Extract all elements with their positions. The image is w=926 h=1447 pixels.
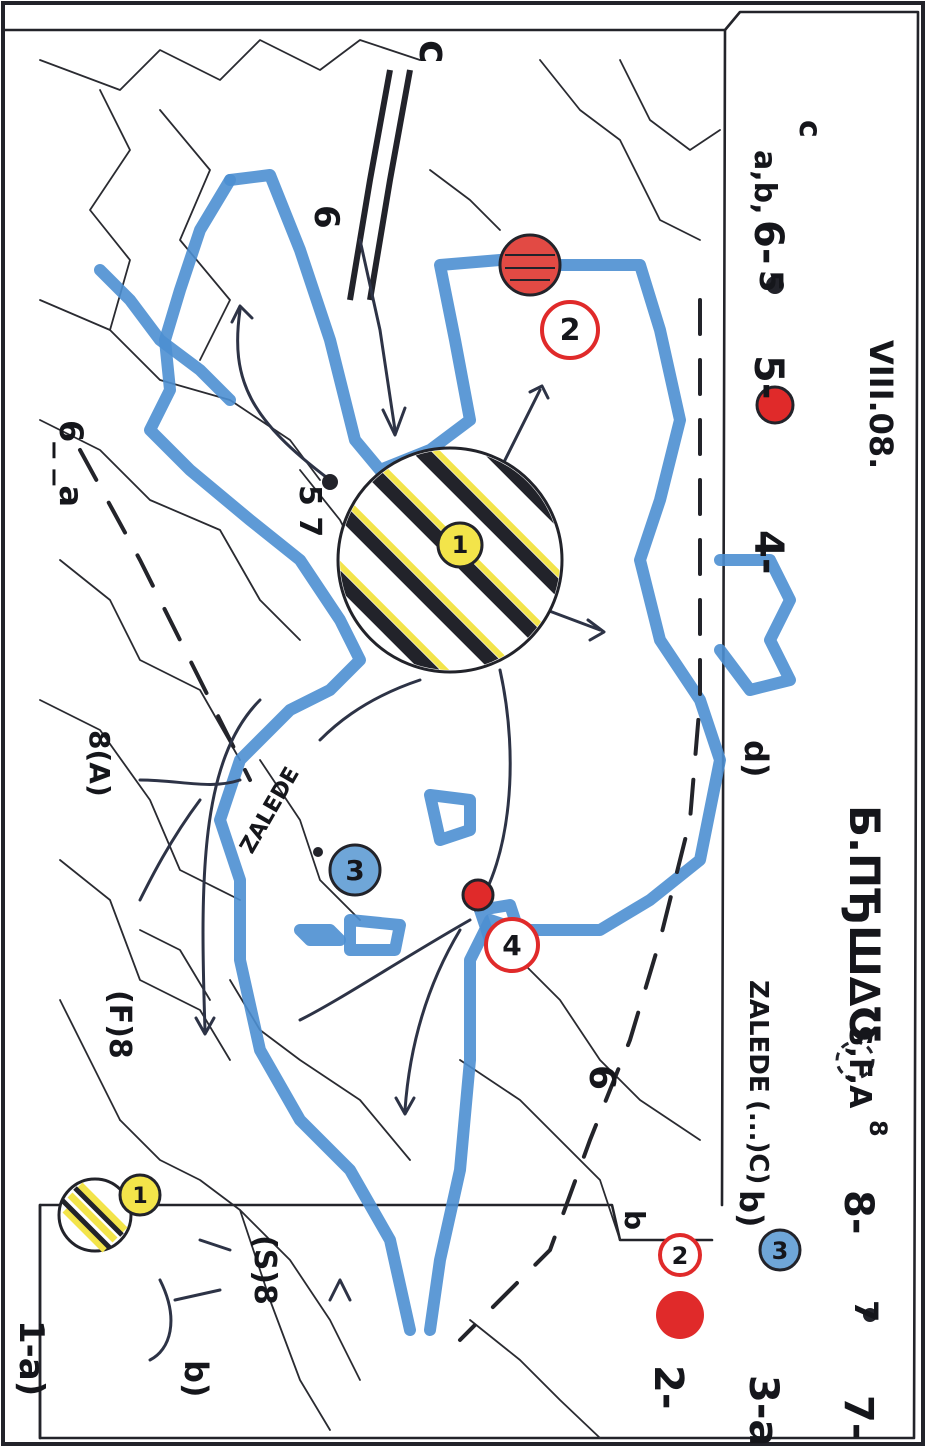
marker-3-label: 3 (345, 854, 364, 887)
arrow-c-head (381, 406, 407, 437)
legend-2-circle (658, 1233, 702, 1277)
legend-5-dot (766, 276, 784, 294)
zalede-dot (313, 847, 323, 857)
legend-divider-right (720, 28, 727, 1207)
legend-5-label: 5- (745, 355, 791, 399)
legend-8-dashed-circle (835, 1040, 875, 1080)
legend-8-label: 8- (835, 1190, 881, 1234)
label-c: c (410, 40, 456, 64)
line-c-a (347, 69, 393, 301)
line-c-b (367, 69, 413, 301)
legend-8-letters: S,F,A (842, 1025, 877, 1109)
legend-6-sub2: c (792, 120, 827, 138)
signature: Б.ПЂШ∆Ʊ (840, 805, 889, 1042)
legend-3-dot (758, 1228, 802, 1272)
label-6-a: 6_ _a (52, 420, 90, 507)
marker-1 (436, 521, 484, 569)
legend-4-label: 4- (745, 530, 791, 574)
legend-3c-word: ZALEDE (743, 980, 773, 1093)
legend-2-dot (656, 1291, 704, 1339)
legend-8-sub: 8 (864, 1120, 892, 1137)
label-6-top: 6 (306, 205, 346, 229)
marker-4-label: 4 (502, 929, 521, 962)
marker-1-label: 1 (452, 531, 469, 559)
inner-frame (2, 10, 920, 1440)
label-F8: (F)8 (102, 990, 137, 1059)
legend-3c-label: (...)C) (743, 1100, 773, 1184)
legend-7-num: 7 (847, 1300, 885, 1322)
marker-2-label: 2 (560, 313, 581, 348)
label-S8: (S)8 (247, 1235, 282, 1305)
land-borders (39, 39, 721, 1439)
sea-outline (94, 169, 796, 1336)
marker-4 (484, 917, 540, 973)
legend-1-label: 1-a) (11, 1320, 51, 1396)
marker-3 (328, 843, 382, 897)
arrow-c (358, 238, 397, 432)
legend-3-label: 3-a) (740, 1375, 786, 1447)
label-6-bottom: 6 (581, 1065, 622, 1090)
dot-5 (322, 474, 338, 490)
legend-6-sub: a,b, (747, 150, 782, 215)
dash-line-6 (458, 298, 702, 1342)
legend-3d-label: d) (737, 740, 775, 778)
marker-red-small (461, 878, 495, 912)
legend-3-num: 3 (772, 1237, 789, 1265)
label-5-7: 5 7 (292, 485, 327, 537)
legend-7-dot (863, 1308, 877, 1322)
legend-4-dot (755, 385, 795, 425)
date: VIII.08. (862, 340, 900, 469)
legend-2-label: 2- (645, 1365, 691, 1409)
marker-red-striped (498, 233, 562, 297)
legend-1: 1 (57, 1173, 232, 1362)
legend-2-num: 2 (672, 1242, 689, 1270)
legend-5-num: 5 (752, 270, 790, 292)
marker-2 (540, 300, 600, 360)
legend-7-label: 7- (835, 1395, 881, 1439)
legend-1b-label: b) (177, 1360, 215, 1398)
legend-1-marker: 1 (132, 1184, 147, 1209)
dash-line-6a (78, 448, 252, 782)
spread-arrows (138, 304, 606, 1302)
legend-2b-label: b (618, 1210, 651, 1230)
legend-3b-label: b) (732, 1190, 770, 1228)
legend-6-label: 6- (745, 220, 791, 264)
label-8-A: 8(A) (83, 730, 116, 797)
